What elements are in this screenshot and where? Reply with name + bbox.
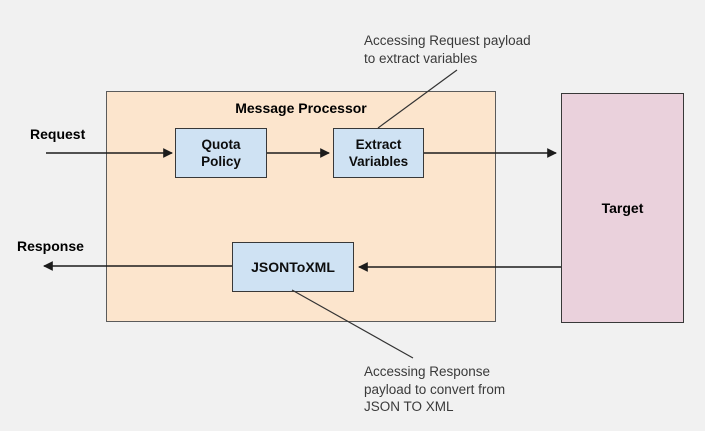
- target-box: Target: [561, 93, 684, 323]
- node-json-to-xml: JSONToXML: [232, 242, 354, 292]
- annotation-request-payload: Accessing Request payload to extract var…: [364, 33, 531, 66]
- node-extract-variables: Extract Variables: [333, 128, 424, 178]
- response-label: Response: [17, 238, 84, 254]
- request-label: Request: [30, 126, 86, 142]
- annotation-response-payload: Accessing Response payload to convert fr…: [364, 364, 506, 414]
- message-processor-title: Message Processor: [235, 100, 367, 116]
- node-quota-policy: Quota Policy: [175, 128, 267, 178]
